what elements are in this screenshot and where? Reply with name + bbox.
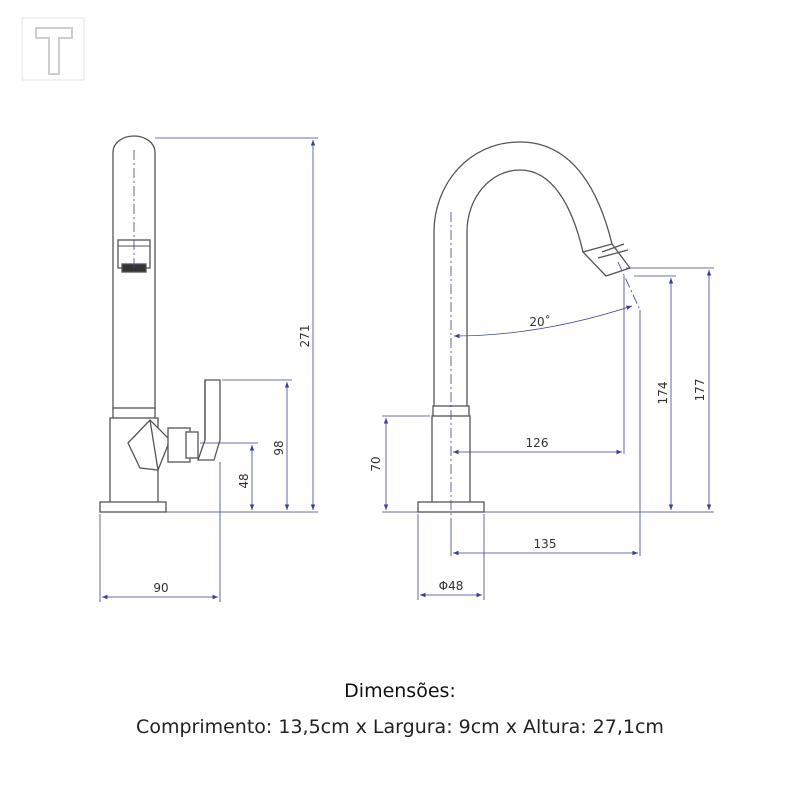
- dim-label-98: 98: [272, 440, 286, 455]
- front-centerlines: [450, 212, 641, 520]
- dim-label-271: 271: [298, 325, 312, 348]
- front-dimension-labels: 20˚ 177 174 70 126 135 Φ48: [369, 314, 707, 593]
- dim-label-diameter-48: Φ48: [439, 579, 464, 593]
- letter-t-logo-icon: T: [21, 17, 85, 81]
- side-dimension-labels: 271 98 48 90: [153, 325, 312, 595]
- dim-label-177: 177: [693, 379, 707, 402]
- dim-label-126: 126: [526, 436, 549, 450]
- dimensions-details: Comprimento: 13,5cm x Largura: 9cm x Alt…: [136, 716, 664, 738]
- dimensions-heading: Dimensões:: [344, 680, 456, 702]
- front-view-faucet: [417, 141, 632, 513]
- dim-label-174: 174: [656, 382, 670, 405]
- dim-label-48: 48: [237, 473, 251, 488]
- side-dimension-lines: [99, 137, 318, 602]
- dim-label-135: 135: [534, 537, 557, 551]
- dim-label-70: 70: [369, 456, 383, 471]
- dim-label-90: 90: [153, 581, 168, 595]
- front-dimension-lines: [382, 267, 714, 600]
- dim-label-20-degrees: 20˚: [529, 314, 550, 329]
- side-view-faucet: [99, 135, 221, 513]
